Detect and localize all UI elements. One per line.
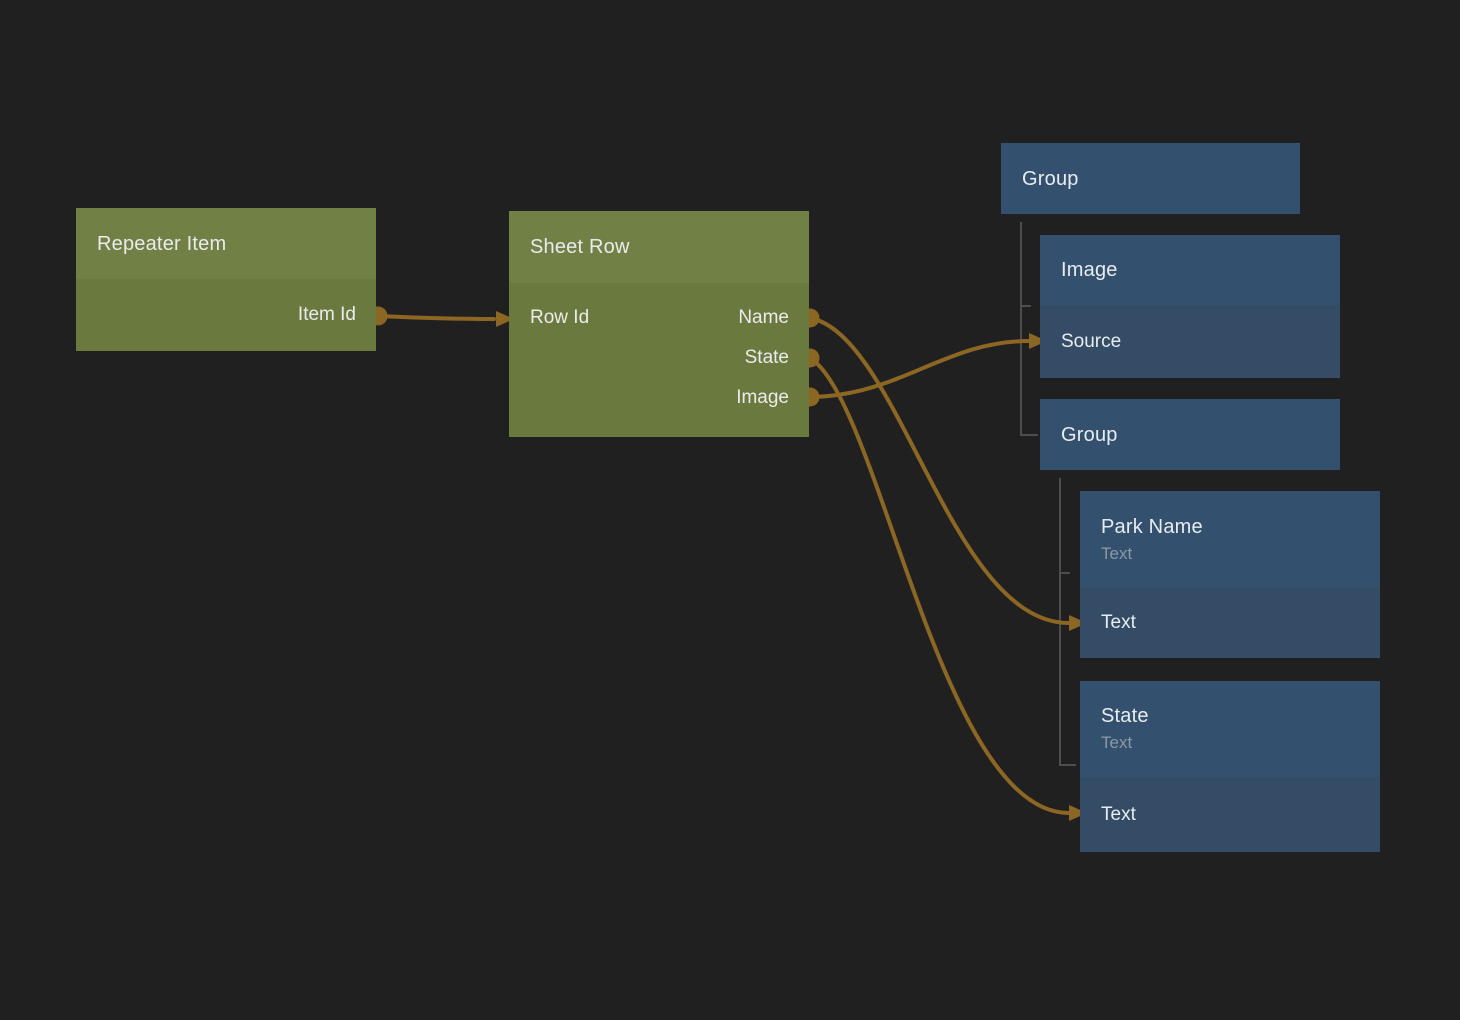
node-title: Sheet Row [530, 236, 630, 258]
node-image-body: Source [1040, 305, 1340, 378]
node-park-name-header[interactable]: Park Name Text [1080, 491, 1380, 588]
node-title: State [1101, 705, 1149, 727]
input-label-row-id[interactable]: Row Id [530, 307, 590, 328]
node-title: Image [1061, 259, 1118, 281]
port-row-text[interactable]: Text [1080, 588, 1380, 658]
node-type-label: Text [1101, 543, 1133, 563]
port-row-source[interactable]: Source [1040, 305, 1340, 378]
node-repeater-item-body: Item Id [76, 279, 376, 351]
input-label-source[interactable]: Source [1061, 330, 1122, 352]
node-park-name-body: Text [1080, 588, 1380, 658]
wire-name-to-parkname-text[interactable] [808, 316, 1071, 625]
port-row-text[interactable]: Text [1080, 777, 1380, 852]
output-label-item-id[interactable]: Item Id [297, 304, 356, 325]
input-label-text[interactable]: Text [1101, 612, 1136, 633]
tree-connector-group2 [1059, 478, 1076, 766]
output-label-name[interactable]: Name [738, 307, 789, 328]
node-group-nested-header[interactable]: Group [1040, 399, 1340, 470]
wire-image-to-source[interactable] [808, 339, 1031, 399]
node-image-header[interactable]: Image [1040, 235, 1340, 305]
node-state[interactable]: State Text Text [1080, 681, 1380, 852]
wire-state-to-state-text[interactable] [808, 356, 1071, 815]
port-row-item-id[interactable]: Item Id [76, 279, 376, 351]
node-sheet-row[interactable]: Sheet Row Row Id Name State Image [509, 211, 809, 437]
input-label-text[interactable]: Text [1101, 803, 1136, 825]
node-title: Park Name [1101, 515, 1203, 538]
node-group-nested[interactable]: Group [1040, 399, 1340, 470]
node-image[interactable]: Image Source [1040, 235, 1340, 378]
output-label-state[interactable]: State [744, 347, 789, 368]
node-title: Group [1022, 167, 1079, 190]
port-row-image[interactable]: Image [509, 378, 809, 418]
node-group-header[interactable]: Group [1001, 143, 1300, 214]
node-state-body: Text [1080, 777, 1380, 852]
node-park-name[interactable]: Park Name Text Text [1080, 491, 1380, 658]
wire-itemid-to-rowid[interactable] [376, 314, 496, 321]
node-title: Group [1061, 423, 1118, 446]
output-label-image[interactable]: Image [736, 387, 789, 408]
node-state-header[interactable]: State Text [1080, 681, 1380, 777]
node-type-label: Text [1101, 733, 1133, 752]
port-row-rowid-name[interactable]: Row Id Name [509, 298, 809, 338]
node-repeater-item-header[interactable]: Repeater Item [76, 208, 376, 279]
node-sheet-row-header[interactable]: Sheet Row [509, 211, 809, 283]
node-sheet-row-body: Row Id Name State Image [509, 283, 809, 437]
tree-connector-group1 [1020, 222, 1038, 436]
node-title: Repeater Item [97, 232, 227, 255]
node-group[interactable]: Group [1001, 143, 1300, 214]
node-repeater-item[interactable]: Repeater Item Item Id [76, 208, 376, 351]
port-row-state[interactable]: State [509, 338, 809, 378]
